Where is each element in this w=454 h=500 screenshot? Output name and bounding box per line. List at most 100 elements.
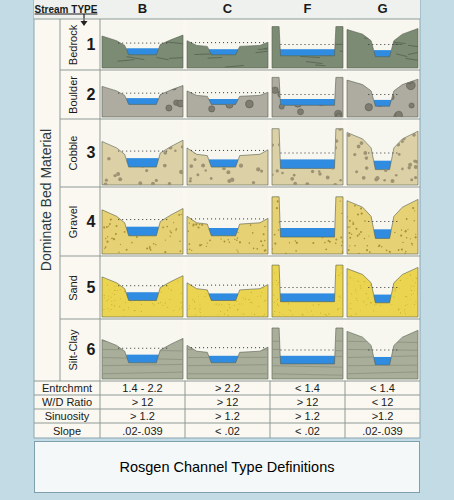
bankfull-line	[118, 151, 168, 152]
bed-grain	[363, 125, 366, 128]
bed-grain	[290, 310, 291, 311]
bed-grain	[176, 210, 177, 211]
bed-grain	[140, 289, 142, 291]
bed-grain	[347, 134, 350, 137]
bed-grain	[134, 83, 142, 91]
bed-grain	[192, 219, 193, 220]
rock-crack	[225, 65, 244, 67]
bed-grain	[104, 248, 105, 249]
bed-grain	[171, 290, 172, 291]
rock-crack	[406, 58, 426, 61]
bed-grain	[141, 204, 143, 206]
bed-grain	[340, 237, 342, 239]
bed-grain	[335, 110, 342, 117]
bed-grain	[103, 207, 105, 209]
bed-grain	[236, 301, 237, 302]
bed-grain	[177, 280, 178, 281]
bed-grain	[290, 282, 291, 283]
bed-grain	[155, 127, 158, 130]
bed-grain	[206, 279, 208, 281]
bed-grain	[352, 278, 354, 280]
sky	[102, 72, 183, 117]
rock-crack	[157, 57, 169, 59]
bed-grain	[412, 244, 413, 245]
bed-grain	[365, 156, 369, 160]
bed-grain	[364, 281, 365, 282]
bed-grain	[407, 78, 412, 83]
bed-grain	[123, 198, 125, 200]
bed-grain	[148, 212, 150, 214]
bed-grain	[406, 237, 408, 239]
bed-grain	[109, 223, 111, 225]
bed-grain	[127, 120, 130, 123]
bed-grain	[111, 301, 112, 302]
bed-grain	[160, 280, 161, 281]
column-header: F	[304, 2, 312, 16]
bed-grain	[292, 274, 293, 275]
bed-grain	[402, 242, 403, 243]
bed-grain	[325, 197, 326, 198]
bed-grain	[179, 170, 183, 174]
bed-grain	[168, 263, 169, 264]
ground	[187, 41, 268, 68]
bed-grain	[406, 263, 407, 264]
bed-grain	[266, 275, 267, 276]
bed-grain	[321, 120, 324, 123]
bed-grain	[234, 239, 235, 240]
bed-grain	[357, 300, 358, 301]
bed-grain	[213, 222, 215, 224]
clay-layer	[102, 372, 183, 374]
column-header: B	[138, 2, 147, 16]
bed-grain	[212, 78, 219, 85]
bed-grain	[395, 268, 396, 269]
bed-grain	[228, 315, 229, 316]
table-cell: W/D Ratio	[42, 396, 92, 408]
rock-crack	[387, 41, 405, 43]
bed-grain	[115, 191, 117, 193]
bed-grain	[130, 276, 131, 277]
bed-grain	[350, 303, 351, 304]
bed-grain	[381, 197, 383, 199]
bed-grain	[138, 277, 139, 278]
ground	[102, 209, 183, 255]
bed-grain	[123, 309, 124, 310]
bed-grain	[168, 145, 172, 149]
bed-grain	[253, 262, 254, 263]
bed-grain	[186, 249, 188, 251]
bed-grain	[277, 299, 278, 300]
bed-grain	[381, 246, 382, 247]
bed-grain	[289, 135, 293, 139]
bed-grain	[283, 197, 285, 199]
bed-grain	[273, 265, 274, 266]
bed-grain	[326, 295, 327, 296]
bed-grain	[120, 244, 121, 245]
bed-grain	[354, 245, 356, 247]
bed-texture	[187, 258, 268, 317]
rock-crack	[306, 62, 322, 64]
bed-grain	[169, 230, 170, 231]
bed-grain	[294, 279, 295, 280]
bed-grain	[387, 293, 388, 294]
bed-grain	[222, 167, 226, 171]
bed-grain	[138, 181, 142, 185]
bed-grain	[274, 302, 275, 303]
bed-grain	[405, 296, 406, 297]
clay-layer	[272, 357, 343, 358]
bed-grain	[180, 171, 184, 175]
bed-grain	[376, 296, 377, 297]
bed-grain	[263, 287, 264, 288]
bed-grain	[369, 251, 371, 253]
bed-grain	[125, 273, 127, 275]
bed-grain	[328, 313, 329, 314]
grid-line	[60, 70, 420, 71]
bed-grain	[296, 289, 297, 290]
bed-grain	[124, 231, 126, 233]
bed-grain	[211, 220, 213, 222]
bed-grain	[352, 267, 353, 268]
bed-grain	[104, 228, 105, 229]
bed-grain	[220, 292, 221, 293]
bed-grain	[218, 188, 220, 190]
bed-grain	[414, 165, 418, 169]
bed-grain	[352, 200, 353, 201]
bed-grain	[414, 220, 416, 222]
